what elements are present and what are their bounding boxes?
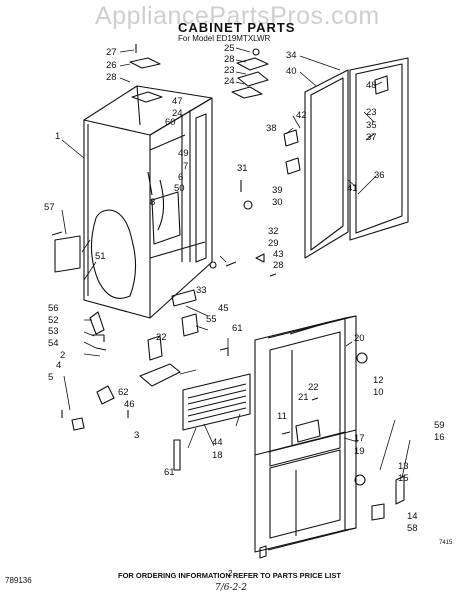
model-number: ED19MTXLWR (216, 34, 271, 43)
model-line: For Model ED19MTXLWR (178, 34, 270, 43)
door-hardware (225, 75, 389, 277)
callout-27: 27 (106, 47, 117, 58)
callout-12: 12 (373, 375, 384, 386)
callout-41: 41 (347, 183, 358, 194)
callout-50: 50 (174, 183, 185, 194)
refrigerator-doors (254, 315, 357, 553)
document-number: 789136 (5, 576, 32, 585)
callout-22a: 22 (156, 332, 167, 343)
callout-49: 49 (178, 148, 189, 159)
callout-8: 8 (150, 197, 156, 208)
page-title: CABINET PARTS (178, 20, 296, 35)
watermark-logo: AppliancePartsPros.com (95, 2, 380, 30)
callout-leader-lines (61, 47, 411, 479)
callout-53: 53 (48, 326, 59, 337)
callout-28c: 28 (273, 260, 284, 271)
callout-56: 56 (48, 303, 59, 314)
callout-4: 4 (56, 360, 62, 371)
figure-code: 7415 (439, 540, 453, 546)
callout-38: 38 (266, 123, 277, 134)
callout-26: 26 (106, 60, 117, 71)
callout-37: 37 (366, 132, 377, 143)
callout-11: 11 (277, 411, 287, 422)
callout-39: 39 (272, 185, 283, 196)
callout-30: 30 (272, 197, 283, 208)
callout-19: 19 (354, 446, 365, 457)
callout-28a: 28 (106, 72, 117, 83)
callout-47: 47 (172, 96, 183, 107)
callout-24a: 24 (172, 108, 183, 119)
callout-51: 51 (95, 251, 106, 262)
callout-36: 36 (374, 170, 385, 181)
callout-55: 55 (206, 314, 217, 325)
toe-grille (182, 373, 251, 431)
callout-17: 17 (354, 433, 365, 444)
callout-57: 57 (44, 202, 55, 213)
ordering-instructions: FOR ORDERING INFORMATION REFER TO PARTS … (118, 571, 341, 580)
callout-40: 40 (286, 66, 297, 77)
callout-22b: 22 (308, 382, 319, 393)
page-number: 2 (228, 569, 233, 578)
callout-28b: 28 (224, 54, 235, 65)
callout-62: 62 (118, 387, 129, 398)
cabinet-body (83, 85, 217, 319)
handwritten-note: 7/6-2-2 (215, 583, 248, 593)
callout-13: 13 (398, 461, 409, 472)
callout-42: 42 (296, 110, 307, 121)
callout-34: 34 (286, 50, 297, 61)
callout-21: 21 (298, 392, 309, 403)
door-handle-parts (259, 352, 405, 559)
callout-33: 33 (196, 285, 207, 296)
callout-15: 15 (398, 473, 409, 484)
callout-58: 58 (407, 523, 418, 534)
callout-32: 32 (268, 226, 279, 237)
callout-61a: 61 (232, 323, 243, 334)
callout-48: 48 (366, 80, 377, 91)
callout-1: 1 (55, 131, 61, 142)
center-hardware (139, 289, 229, 471)
callout-14: 14 (407, 511, 418, 522)
callout-10: 10 (373, 387, 384, 398)
callout-23a: 23 (224, 65, 235, 76)
callout-59: 59 (434, 420, 445, 431)
fresh-food-door-gasket (349, 57, 409, 241)
callout-2: 2 (60, 350, 66, 361)
model-prefix: For Model (178, 34, 215, 43)
top-hinge-parts (129, 44, 269, 103)
callout-35: 35 (366, 120, 377, 131)
callout-20: 20 (354, 333, 365, 344)
insulation-pad (90, 209, 137, 299)
callout-18: 18 (212, 450, 223, 461)
callout-60: 60 (165, 117, 176, 128)
callout-5: 5 (48, 372, 54, 383)
callout-25: 25 (224, 43, 235, 54)
callout-24b: 24 (224, 76, 235, 87)
callout-16: 16 (434, 432, 445, 443)
callout-3: 3 (134, 430, 140, 441)
callout-45: 45 (218, 303, 229, 314)
callout-61b: 61 (164, 467, 175, 478)
callout-52: 52 (48, 315, 59, 326)
callout-54: 54 (48, 338, 59, 349)
callout-29: 29 (268, 238, 279, 249)
left-side-hardware (51, 231, 129, 431)
callout-31: 31 (237, 163, 248, 174)
freezer-door-gasket (304, 69, 349, 259)
callout-7: 7 (183, 161, 189, 172)
callout-44: 44 (212, 437, 223, 448)
callout-46: 46 (124, 399, 135, 410)
callout-43: 43 (273, 249, 284, 260)
callout-23b: 23 (366, 107, 377, 118)
callout-6: 6 (178, 172, 184, 183)
